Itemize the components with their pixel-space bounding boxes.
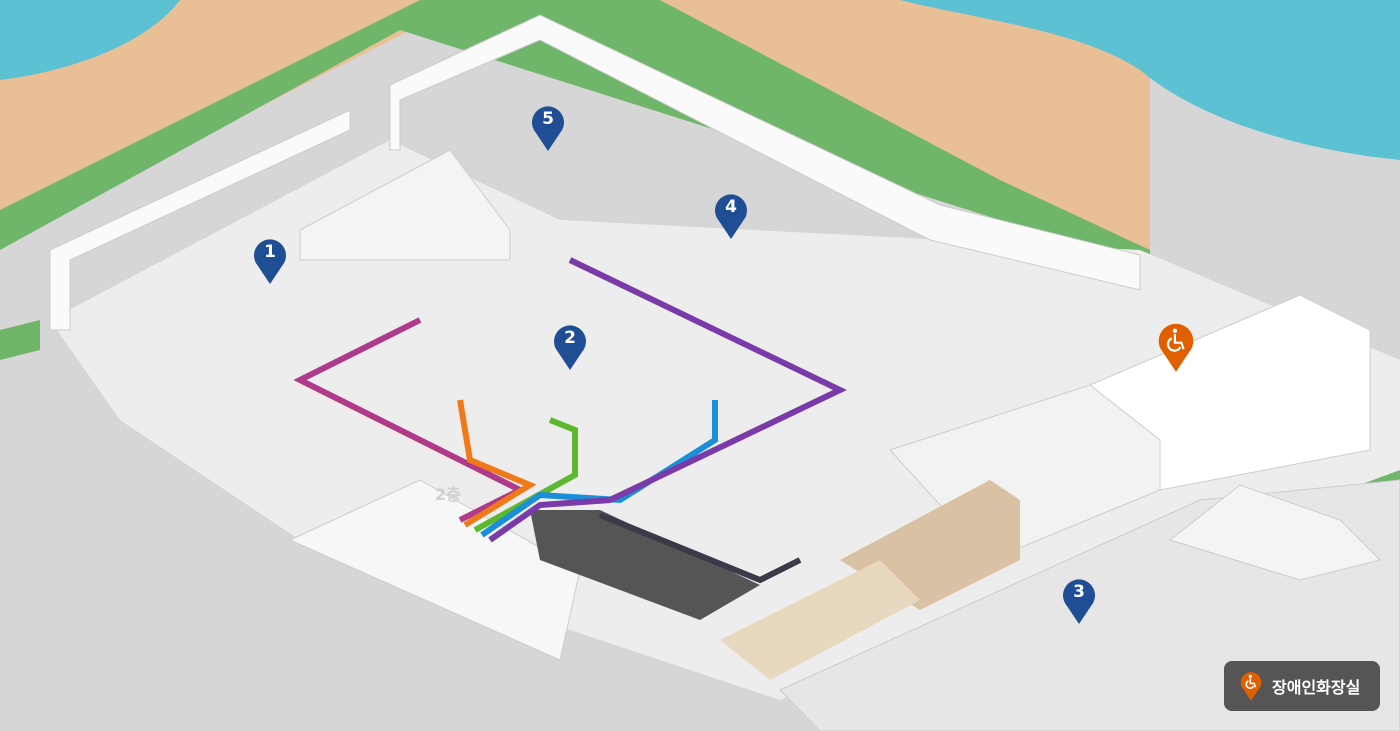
legend-label: 장애인화장실 xyxy=(1272,678,1361,697)
route-line-blue xyxy=(480,400,718,538)
location-marker-4[interactable]: 4 xyxy=(711,191,751,241)
building xyxy=(49,14,1400,731)
location-marker-1[interactable]: 1 xyxy=(250,236,290,286)
floor-label: 2층 xyxy=(435,485,461,504)
route-line-dark xyxy=(598,512,802,584)
wheelchair-icon xyxy=(1158,323,1194,372)
map-pin-icon xyxy=(254,239,286,284)
map-pin-icon xyxy=(554,325,586,370)
map-pin-icon xyxy=(532,106,564,151)
accessible-restroom-marker[interactable] xyxy=(1154,320,1198,374)
route-lines xyxy=(293,257,847,584)
route-line-purple xyxy=(488,257,847,543)
map-pin-icon xyxy=(715,194,747,239)
route-line-magenta xyxy=(293,317,527,523)
accessible-restroom-legend[interactable]: 장애인화장실 xyxy=(1224,661,1380,711)
route-line-orange xyxy=(457,399,537,528)
location-marker-2[interactable]: 2 xyxy=(550,322,590,372)
wheelchair-icon xyxy=(1240,672,1262,701)
map-pin-icon xyxy=(1063,579,1095,624)
location-marker-3[interactable]: 3 xyxy=(1059,576,1099,626)
location-marker-5[interactable]: 5 xyxy=(528,103,568,153)
